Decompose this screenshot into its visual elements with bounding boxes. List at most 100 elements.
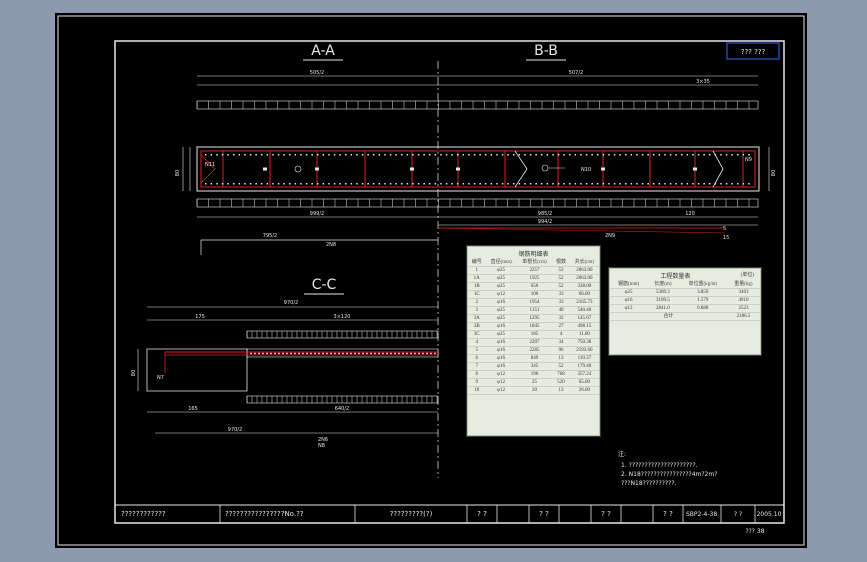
- cc-dot: [278, 352, 280, 355]
- tb-sheet-code: SBP2-4-38: [686, 511, 717, 518]
- long-label-15: 15: [723, 235, 729, 241]
- bar-dot: [468, 154, 470, 156]
- bar-dot: [647, 154, 649, 156]
- cc-dim-3: 3×120: [334, 314, 351, 320]
- bar-dot: [518, 154, 521, 156]
- tb-check: ? ?: [539, 510, 549, 518]
- table-cell: 1B: [468, 282, 486, 291]
- bar-dot: [350, 183, 353, 185]
- cc-dot: [410, 352, 412, 355]
- table-cell: φ16: [610, 296, 648, 305]
- bar-dot: [709, 154, 711, 156]
- table-cell: 27: [552, 322, 570, 331]
- table-cell: 3.850: [678, 288, 727, 297]
- table-cell: 2: [468, 298, 486, 307]
- bar-dot: [333, 154, 336, 156]
- cad-viewport[interactable]: ??? ??? A-A B-B 505/2 507/2 3×35 N11 N10…: [55, 13, 807, 548]
- bar-dot: [473, 183, 476, 185]
- cc-dot: [258, 352, 260, 355]
- table-cell: 5309.3: [647, 288, 679, 297]
- bar-dot: [233, 154, 235, 156]
- bar-dot: [317, 154, 319, 156]
- bar-dot: [266, 183, 269, 185]
- table-cell: φ25: [485, 266, 517, 275]
- cc-dot: [414, 352, 416, 355]
- bar-dot: [294, 154, 297, 156]
- bar-dot: [625, 154, 627, 156]
- dim-top-1: 505/2: [310, 70, 324, 76]
- table-cell: 4: [468, 338, 486, 347]
- bar-dot: [434, 183, 437, 185]
- table-cell: 25: [516, 378, 553, 387]
- bar-dot: [597, 154, 599, 156]
- web-bar: [693, 167, 697, 171]
- table-cell: 20: [516, 386, 553, 395]
- sheet-tag: ??? ???: [741, 48, 766, 56]
- bar-dot: [697, 154, 700, 156]
- cc-dot: [354, 352, 356, 355]
- bar-dot: [457, 183, 459, 185]
- table-cell: 3: [468, 306, 486, 315]
- bar-dot: [389, 183, 392, 185]
- bar-dot: [703, 154, 705, 156]
- bar-dot: [373, 183, 375, 185]
- bar-dot: [244, 183, 246, 185]
- bar-dot: [501, 154, 504, 156]
- cc-dim-4: 165: [188, 406, 198, 412]
- callout-n10: N10: [581, 167, 591, 173]
- bar-dot: [216, 154, 218, 156]
- bar-dot: [535, 183, 537, 185]
- cc-dim-2: 175: [195, 314, 205, 320]
- cc-dot: [298, 352, 300, 355]
- title-block-dividers: [219, 505, 756, 523]
- bar-dot: [283, 154, 285, 156]
- bar-dot: [630, 183, 633, 185]
- bar-dot: [574, 183, 577, 185]
- bar-dot: [406, 154, 409, 156]
- bar-dot: [244, 154, 246, 156]
- bar-dot: [429, 154, 431, 156]
- cc-dot: [306, 352, 308, 355]
- bar-dot: [255, 183, 257, 185]
- table-cell: 13: [552, 386, 570, 395]
- bar-dot: [630, 154, 633, 156]
- bar-dot: [412, 183, 414, 185]
- cc-dot: [262, 352, 264, 355]
- cc-dot: [358, 352, 360, 355]
- cc-dot: [250, 352, 252, 355]
- bar-dot: [305, 183, 308, 185]
- bar-dot: [210, 183, 213, 185]
- col-header: 重量(kg): [726, 281, 760, 289]
- bar-dot: [557, 154, 560, 156]
- cc-dot: [342, 352, 344, 355]
- bar-dot: [552, 183, 554, 185]
- tick-strip-frame: [196, 198, 759, 208]
- col-header: 单位重(kg/m): [678, 281, 727, 289]
- bar-dot: [457, 154, 459, 156]
- bar-dot: [658, 183, 661, 185]
- bar-dot: [748, 154, 750, 156]
- long-label-795: 795/2: [263, 233, 277, 239]
- table-cell: 849: [516, 354, 553, 363]
- bar-dot: [748, 183, 750, 185]
- bar-dot: [300, 183, 302, 185]
- work-table-title-text: 工程数量表: [660, 274, 691, 280]
- bar-dot: [664, 183, 666, 185]
- bar-dot: [350, 154, 353, 156]
- bar-dot: [389, 154, 392, 156]
- bar-dot: [580, 183, 582, 185]
- bar-dot: [255, 154, 257, 156]
- bar-dot: [585, 183, 588, 185]
- bar-dot: [205, 183, 207, 185]
- cc-label-2n6: 2N6: [318, 437, 328, 443]
- table-cell: 750.38: [569, 338, 599, 347]
- cc-dot: [362, 352, 364, 355]
- bar-dot: [653, 154, 655, 156]
- dim-bottom-2: 985/2: [538, 211, 552, 217]
- cc-dot: [270, 352, 272, 355]
- bar-dot: [434, 154, 437, 156]
